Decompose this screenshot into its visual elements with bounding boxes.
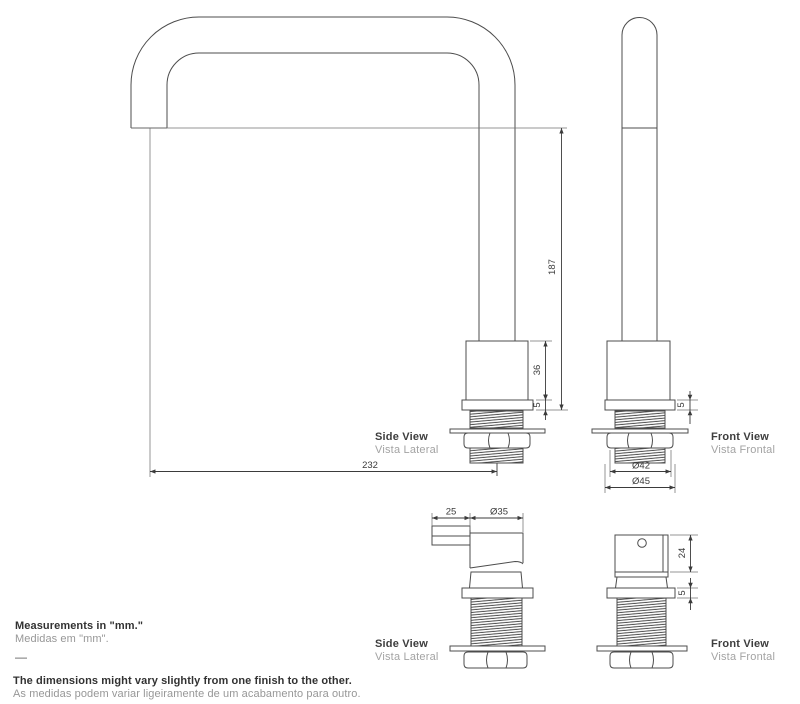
spout-inner-outline [166, 52, 480, 341]
washer-plate [596, 645, 688, 652]
dim-handle-flange-height: 5 [677, 590, 688, 595]
dim-handle-diameter: Ø35 [490, 507, 508, 518]
mounting-nut [463, 432, 531, 449]
handle-base [614, 576, 669, 589]
dim-lever-length: 25 [446, 507, 457, 518]
handle-side-dimensions: 25 Ø35 [431, 507, 524, 532]
washer-plate [449, 645, 546, 652]
measurements-note-pt: Medidas em "mm". [15, 633, 109, 645]
faucet-side-dimensions: 232 187 36 5 [131, 127, 568, 477]
mounting-nut [463, 651, 528, 669]
handle-base [468, 571, 524, 589]
handle-body [614, 534, 669, 573]
riser-tube [621, 17, 658, 341]
view-subtitle: Vista Frontal [711, 650, 776, 663]
view-title: Side View [375, 638, 428, 650]
notes-divider: — [15, 650, 27, 664]
thread-lower [469, 447, 524, 464]
mounting-nut [606, 432, 674, 449]
dim-flange-height-side: 5 [532, 402, 543, 407]
washer-plate [449, 428, 546, 434]
view-title: Side View [375, 431, 428, 443]
thread-upper [469, 410, 524, 429]
base-flange [604, 399, 676, 411]
thread-lower [614, 447, 666, 464]
mounting-nut [609, 651, 674, 669]
label-faucet-front-view: Front View Vista Frontal [711, 431, 775, 456]
handle-side-view [431, 525, 546, 669]
label-faucet-side-view: Side View Vista Lateral [375, 431, 439, 456]
faucet-front-view [591, 17, 689, 464]
view-title: Front View [711, 431, 770, 443]
disclaimer-note-pt: As medidas podem variar ligeiramente de … [13, 688, 361, 700]
base-flange [461, 399, 534, 411]
dim-spout-reach: 232 [362, 460, 378, 471]
spout-outer-outline [130, 16, 516, 341]
valve-body [606, 340, 671, 401]
thread-upper [614, 410, 666, 429]
base-flange [461, 587, 534, 599]
dim-spout-height: 187 [547, 259, 558, 275]
dim-flange-diameter: Ø45 [632, 476, 650, 487]
disclaimer-note: The dimensions might vary slightly from … [13, 675, 361, 701]
handle-front-dimensions: 24 5 [670, 534, 698, 610]
handle-front-view [596, 534, 688, 669]
base-flange [606, 587, 676, 599]
label-handle-side-view: Side View Vista Lateral [375, 638, 439, 663]
handle-body [470, 532, 524, 563]
thread-shank [616, 597, 667, 647]
view-subtitle: Vista Frontal [711, 443, 776, 456]
faucet-front-dimensions: Ø42 Ø45 5 [604, 391, 698, 493]
view-subtitle: Vista Lateral [375, 650, 439, 663]
view-subtitle: Vista Lateral [375, 443, 439, 456]
thread-shank [470, 597, 523, 647]
view-title: Front View [711, 638, 770, 650]
label-handle-front-view: Front View Vista Frontal [711, 638, 775, 663]
measurements-note-en: Measurements in "mm." [15, 620, 144, 632]
dim-body-height: 36 [532, 365, 543, 376]
dim-thread-diameter: Ø42 [632, 461, 650, 472]
dim-flange-height-front: 5 [676, 402, 687, 407]
valve-body [465, 340, 529, 401]
faucet-side-view [130, 16, 546, 476]
handle-pin-hole [637, 538, 647, 548]
dim-handle-height: 24 [677, 548, 688, 559]
disclaimer-note-en: The dimensions might vary slightly from … [13, 675, 352, 687]
washer-plate [591, 428, 689, 434]
measurements-note: Measurements in "mm." Medidas em "mm". [15, 620, 143, 646]
